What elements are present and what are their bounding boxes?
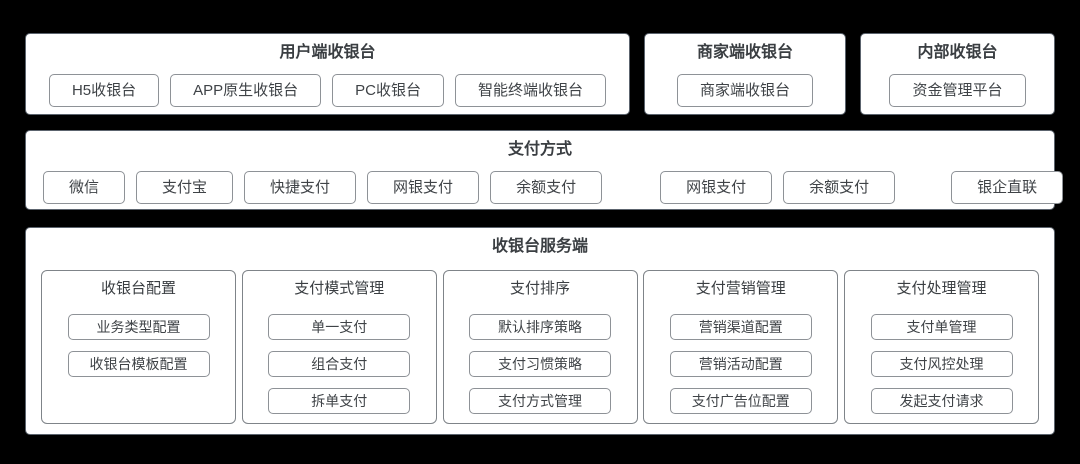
diagram-node: 默认排序策略	[469, 314, 611, 340]
column-title: 支付处理管理	[896, 280, 987, 297]
server-columns: 收银台配置 业务类型配置 收银台模板配置 支付模式管理 单一支付 组合支付 拆单…	[26, 270, 1054, 424]
column-cashier-config: 收银台配置 业务类型配置 收银台模板配置	[41, 270, 236, 424]
column-title: 支付营销管理	[695, 280, 786, 297]
section-title: 内部收银台	[917, 44, 998, 61]
client-cashier-band: 用户端收银台 H5收银台 APP原生收银台 PC收银台 智能终端收银台 商家端收…	[25, 33, 1055, 115]
diagram-node: 商家端收银台	[676, 74, 813, 107]
section-title: 支付方式	[507, 141, 572, 158]
section-title: 商家端收银台	[696, 44, 793, 61]
internal-cashier-nodes: 资金管理平台	[861, 74, 1054, 107]
diagram-node: 余额支付	[783, 171, 896, 204]
section-merchant-cashier: 商家端收银台 商家端收银台	[644, 33, 846, 115]
payment-method-nodes: 微信 支付宝 快捷支付 网银支付 余额支付 网银支付 余额支付 银企直联	[26, 171, 1064, 204]
diagram-node: 拆单支付	[268, 388, 411, 414]
column-title: 收银台配置	[100, 280, 176, 297]
diagram-node: 组合支付	[268, 351, 411, 377]
column-payment-mode-management: 支付模式管理 单一支付 组合支付 拆单支付	[241, 270, 437, 424]
diagram-node: 营销渠道配置	[669, 314, 812, 340]
diagram-node: 网银支付	[367, 171, 480, 204]
diagram-node: 支付单管理	[870, 314, 1013, 340]
diagram-node: 支付广告位配置	[669, 388, 812, 414]
diagram-node: 快捷支付	[244, 171, 357, 204]
section-payment-methods: 支付方式 微信 支付宝 快捷支付 网银支付 余额支付 网银支付 余额支付 银企直…	[25, 130, 1064, 210]
payment-group-user: 微信 支付宝 快捷支付 网银支付 余额支付	[43, 171, 603, 204]
diagram-node: 智能终端收银台	[455, 74, 607, 107]
diagram-node: 业务类型配置	[67, 314, 210, 340]
column-payment-sorting: 支付排序 默认排序策略 支付习惯策略 支付方式管理	[442, 270, 638, 424]
diagram-node: 收银台模板配置	[67, 351, 210, 377]
diagram-node: 发起支付请求	[870, 388, 1013, 414]
diagram-node: H5收银台	[48, 74, 160, 107]
diagram-node: 余额支付	[490, 171, 603, 204]
section-internal-cashier: 内部收银台 资金管理平台	[860, 33, 1055, 115]
diagram-node: 单一支付	[268, 314, 411, 340]
diagram-node: 资金管理平台	[889, 74, 1026, 107]
payment-group-merchant: 网银支付 余额支付	[660, 171, 896, 204]
diagram-node: 支付风控处理	[870, 351, 1013, 377]
column-payment-processing-management: 支付处理管理 支付单管理 支付风控处理 发起支付请求	[844, 270, 1039, 424]
section-cashier-server: 收银台服务端 收银台配置 业务类型配置 收银台模板配置 支付模式管理 单一支付 …	[25, 227, 1055, 435]
diagram-node: 网银支付	[660, 171, 773, 204]
merchant-cashier-nodes: 商家端收银台	[645, 74, 845, 107]
payment-group-internal: 银企直联	[951, 171, 1064, 204]
column-payment-marketing-management: 支付营销管理 营销渠道配置 营销活动配置 支付广告位配置	[643, 270, 839, 424]
diagram-node: 微信	[43, 171, 126, 204]
diagram-node: 支付习惯策略	[469, 351, 611, 377]
diagram-node: PC收银台	[332, 74, 445, 107]
column-title: 支付模式管理	[294, 280, 385, 297]
section-title: 用户端收银台	[279, 44, 376, 61]
diagram-node: 支付方式管理	[469, 388, 611, 414]
user-cashier-nodes: H5收银台 APP原生收银台 PC收银台 智能终端收银台	[26, 74, 629, 107]
column-title: 支付排序	[509, 280, 570, 297]
diagram-node: 银企直联	[951, 171, 1064, 204]
section-user-cashier: 用户端收银台 H5收银台 APP原生收银台 PC收银台 智能终端收银台	[25, 33, 630, 115]
section-title: 收银台服务端	[491, 238, 588, 255]
diagram-node: 营销活动配置	[669, 351, 812, 377]
diagram-node: 支付宝	[136, 171, 234, 204]
diagram-node: APP原生收银台	[170, 74, 322, 107]
